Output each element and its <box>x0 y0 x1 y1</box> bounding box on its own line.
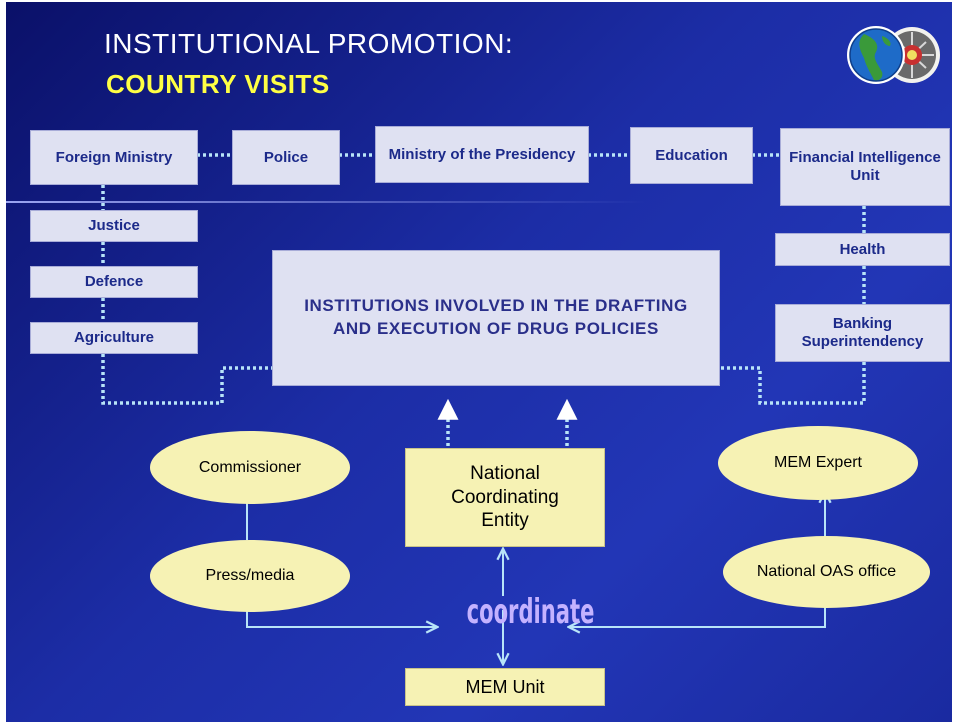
financial-intelligence-unit-label: Financial Intelligence Unit <box>789 149 941 184</box>
dotted-links <box>101 153 866 446</box>
press-media-ellipse: Press/media <box>150 540 350 612</box>
defence-label: Defence <box>84 273 144 290</box>
title-underline-divider <box>6 201 646 203</box>
defence-box: Defence <box>30 266 198 298</box>
oas-globe-logo-icon <box>847 26 905 84</box>
national-coordinating-entity-box: National Coordinating Entity <box>405 448 605 547</box>
justice-label: Justice <box>88 217 140 234</box>
mem-expert-ellipse: MEM Expert <box>718 426 918 500</box>
central-institutions-box: INSTITUTIONS INVOLVED IN THE DRAFTING AN… <box>272 250 720 386</box>
oas-logo <box>847 26 940 84</box>
mem-unit-box: MEM Unit <box>405 668 605 706</box>
slide-title: INSTITUTIONAL PROMOTION: <box>104 28 514 59</box>
commissioner-label: Commissioner <box>198 458 302 476</box>
banking-superintendency-label: Banking Superintendency <box>801 315 924 350</box>
agriculture-box: Agriculture <box>30 322 198 354</box>
banking-superintendency-box: Banking Superintendency <box>775 304 950 362</box>
national-coordinating-entity-label: National Coordinating Entity <box>451 462 559 532</box>
slide-subtitle: COUNTRY VISITS <box>106 69 330 99</box>
commissioner-ellipse: Commissioner <box>150 431 350 504</box>
mem-expert-label: MEM Expert <box>773 454 862 471</box>
justice-box: Justice <box>30 210 198 242</box>
press-media-label: Press/media <box>205 567 295 584</box>
police-box: Police <box>232 130 340 185</box>
foreign-ministry-label: Foreign Ministry <box>55 148 173 166</box>
presidency-box: Ministry of the Presidency <box>375 126 589 183</box>
foreign-ministry-box: Foreign Ministry <box>30 130 198 185</box>
presidency-label: Ministry of the Presidency <box>388 145 576 163</box>
national-oas-office-label: National OAS office <box>756 563 897 580</box>
education-box: Education <box>630 127 753 184</box>
health-label: Health <box>839 240 886 258</box>
coordinate-label: coordinate <box>466 592 595 632</box>
central-institutions-label: INSTITUTIONS INVOLVED IN THE DRAFTING AN… <box>304 296 688 338</box>
police-label: Police <box>263 148 309 166</box>
agriculture-label: Agriculture <box>73 329 154 346</box>
education-label: Education <box>655 146 728 164</box>
national-oas-office-ellipse: National OAS office <box>723 536 930 608</box>
mem-unit-label: MEM Unit <box>465 676 545 697</box>
financial-intelligence-unit-box: Financial Intelligence Unit <box>780 128 950 206</box>
health-box: Health <box>775 233 950 266</box>
